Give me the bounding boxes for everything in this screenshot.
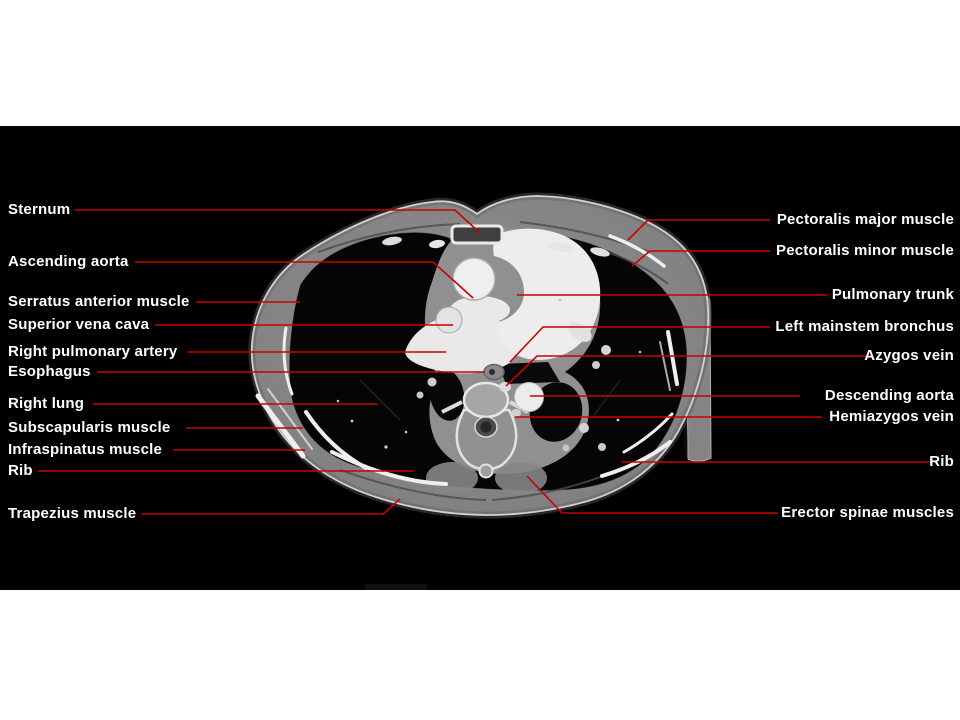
label-left-mainstem-bronchus: Left mainstem bronchus (775, 318, 954, 335)
label-superior-vena-cava: Superior vena cava (8, 316, 150, 333)
leader-pectoralis-minor-muscle (631, 250, 770, 267)
leader-sternum (75, 209, 481, 234)
label-ascending-aorta: Ascending aorta (8, 253, 129, 270)
faint-artifact (365, 584, 427, 590)
leader-ascending-aorta (135, 261, 474, 299)
erector-spinae-right (495, 462, 547, 494)
label-pulmonary-trunk: Pulmonary trunk (831, 286, 954, 303)
label-azygos-vein: Azygos vein (864, 347, 954, 364)
right-atrium (405, 313, 517, 374)
erector-spinae-left (426, 462, 478, 494)
label-rib: Rib (8, 462, 33, 479)
label-right-pulmonary-artery: Right pulmonary artery (8, 343, 178, 360)
superior-vena-cava (435, 306, 463, 334)
sternum (382, 224, 610, 257)
lung-markings (336, 298, 642, 449)
descending-aorta (514, 382, 544, 412)
vertebra (441, 381, 529, 479)
label-subscapularis-muscle: Subscapularis muscle (8, 419, 171, 436)
label-rib: Rib (929, 453, 954, 470)
leader-erector-spinae-muscles (526, 475, 778, 514)
label-sternum: Sternum (8, 201, 71, 218)
label-right-lung: Right lung (8, 395, 85, 412)
label-infraspinatus-muscle: Infraspinatus muscle (8, 441, 163, 458)
label-serratus-anterior-muscle: Serratus anterior muscle (8, 293, 190, 310)
hemiazygos-vein (511, 409, 521, 417)
spinous-process (478, 463, 494, 479)
label-trapezius-muscle: Trapezius muscle (8, 505, 137, 522)
label-esophagus: Esophagus (8, 363, 91, 380)
label-descending-aorta: Descending aorta (824, 387, 954, 404)
label-hemiazygos-vein: Hemiazygos vein (829, 408, 954, 425)
label-erector-spinae-muscles: Erector spinae muscles (781, 504, 954, 521)
label-pectoralis-major-muscle: Pectoralis major muscle (776, 211, 954, 228)
ribs-scapulae (255, 234, 679, 486)
esophagus (483, 363, 505, 381)
leader-left-mainstem-bronchus (509, 326, 770, 363)
ascending-aorta (452, 257, 496, 301)
label-pectoralis-minor-muscle: Pectoralis minor muscle (775, 242, 954, 259)
leader-azygos-vein (505, 355, 867, 387)
leader-trapezius-muscle (142, 498, 401, 515)
leader-pectoralis-major-muscle (627, 219, 770, 241)
leader-lines (38, 209, 929, 515)
